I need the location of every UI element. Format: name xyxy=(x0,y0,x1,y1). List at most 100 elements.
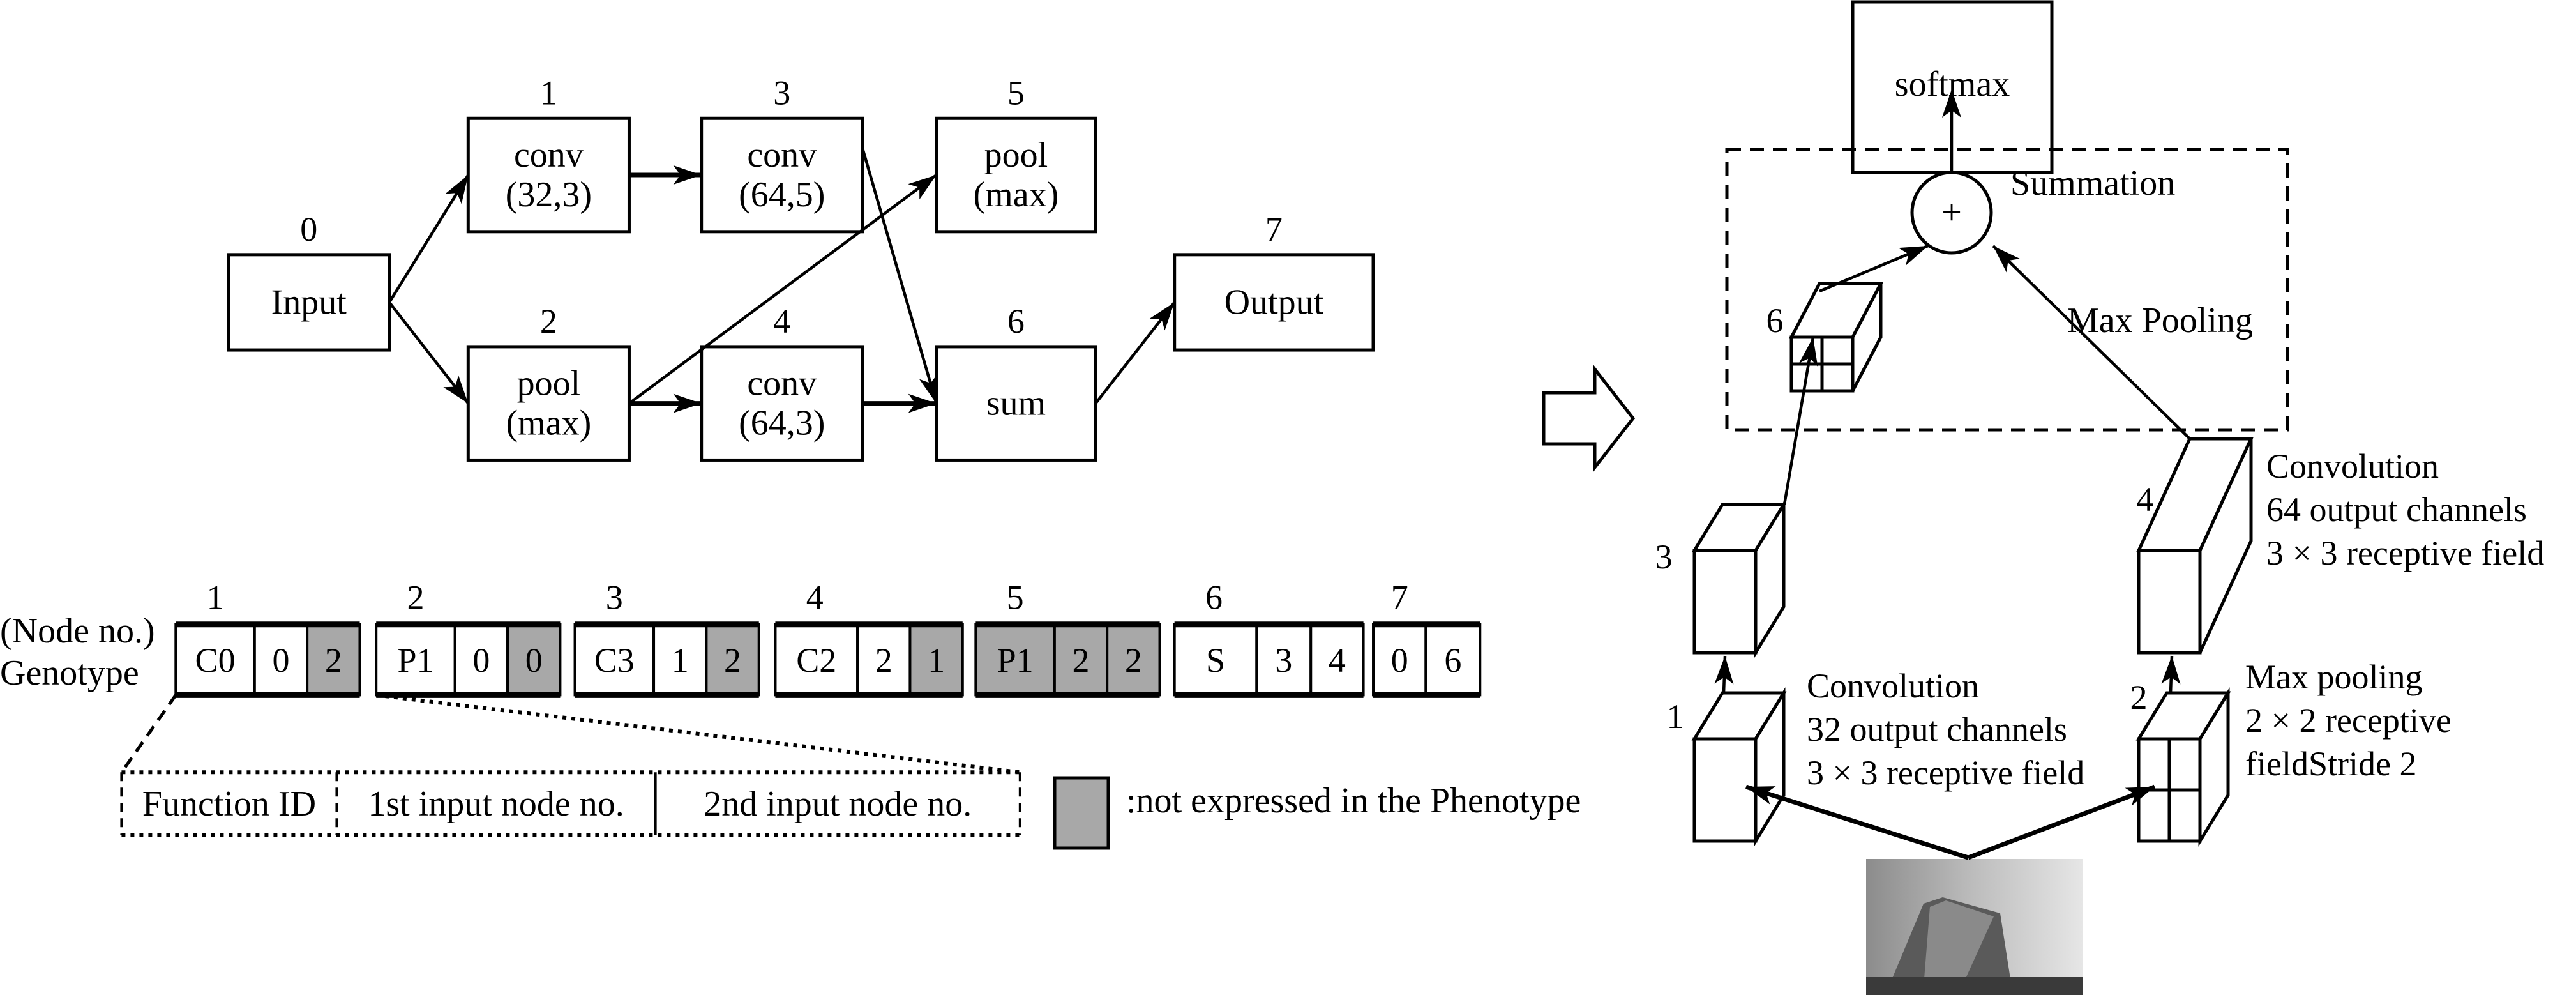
cube-front-face xyxy=(2137,549,2202,655)
layer-6-number: 6 xyxy=(1766,301,1784,340)
gene-value: 4 xyxy=(1329,641,1346,680)
gene-number: 7 xyxy=(1391,579,1408,617)
gene-value: 2 xyxy=(724,641,741,680)
node-label: sum xyxy=(986,384,1046,423)
gene-value: 0 xyxy=(1391,641,1408,680)
edge-3-to-6 xyxy=(1782,337,1815,505)
gene-value: C0 xyxy=(195,641,236,680)
summation-label: Summation xyxy=(2010,163,2175,203)
gene-number: 6 xyxy=(1205,579,1223,617)
arrowhead-icon xyxy=(1746,786,1776,805)
arrowhead-icon xyxy=(919,374,938,404)
layer-1-cube xyxy=(1691,687,1787,847)
gene-cell-not-expressed xyxy=(506,623,562,697)
gene-value: 2 xyxy=(1125,641,1142,680)
layer-4-description: 3 × 3 receptive field xyxy=(2266,534,2544,572)
arrowhead-icon xyxy=(673,393,702,413)
node-label: Input xyxy=(271,282,347,322)
gene-value: 0 xyxy=(472,641,490,680)
arrowhead-icon xyxy=(1714,656,1734,685)
node-box xyxy=(466,345,631,462)
transform-arrow-icon xyxy=(1542,364,1636,473)
gene-value: 1 xyxy=(928,641,945,680)
edge-3-6 xyxy=(861,147,938,404)
layer-2-description: Max pooling xyxy=(2245,658,2423,696)
gene-cell-not-expressed xyxy=(306,623,361,697)
gene-cell-not-expressed xyxy=(908,623,964,697)
gene-cell xyxy=(573,623,656,697)
layer-4-number: 4 xyxy=(2137,480,2154,519)
layer-6-cube xyxy=(1788,282,1884,393)
gene-number: 2 xyxy=(407,579,424,617)
gene-value: P1 xyxy=(997,641,1034,680)
edge-2-5 xyxy=(628,174,937,405)
node-label: conv xyxy=(514,135,584,175)
arrowhead-icon xyxy=(908,393,937,413)
layer-4-cube xyxy=(2136,437,2254,655)
gene-value: S xyxy=(1206,641,1225,680)
arrowhead-icon xyxy=(2125,787,2155,806)
genotype-label: Genotype xyxy=(0,653,139,693)
node-box xyxy=(466,116,631,234)
phenotype-graph: 0Input1conv(32,3)2pool(max)3conv(64,5)4c… xyxy=(227,73,1375,462)
image-object-face xyxy=(1924,900,1994,987)
gene-value: 6 xyxy=(1444,641,1461,680)
gene-value: 3 xyxy=(1275,641,1292,680)
zoom-guide-right xyxy=(375,693,1021,775)
layer-1-description: Convolution xyxy=(1807,667,1979,705)
arrowhead-icon xyxy=(1993,246,2020,273)
merge-block-dashed-box xyxy=(1725,148,2289,432)
gene-number: 3 xyxy=(606,579,623,617)
node-box xyxy=(700,345,864,462)
node-number: 1 xyxy=(540,73,557,112)
layer-2-description: fieldStride 2 xyxy=(2245,745,2416,783)
gene-value: 2 xyxy=(1073,641,1090,680)
layer-4-description: Convolution xyxy=(2266,447,2439,485)
arrowhead-icon xyxy=(2161,656,2181,685)
layer-3-cube xyxy=(1691,499,1787,658)
edge-image-to-2 xyxy=(1967,784,2156,860)
node-box xyxy=(227,253,391,352)
legend: :not expressed in the Phenotype xyxy=(1053,776,1581,850)
layer-1-number: 1 xyxy=(1667,697,1684,736)
arrowhead-icon xyxy=(1149,302,1175,331)
arrowhead-icon xyxy=(673,165,702,185)
node-label: Output xyxy=(1224,282,1324,322)
detail-field: Function ID xyxy=(142,784,316,824)
edge-image-to-1 xyxy=(1745,784,1970,860)
node-label: (64,3) xyxy=(739,404,825,443)
layer-1-description: 3 × 3 receptive field xyxy=(1807,754,2084,792)
cube-front-face xyxy=(1692,549,1758,655)
layer-4-description: 64 output channels xyxy=(2266,490,2527,529)
legend-text: :not expressed in the Phenotype xyxy=(1126,781,1581,821)
arrowhead-icon xyxy=(908,175,937,200)
graph-node-1: 1 conv(32,3) xyxy=(466,73,631,234)
node-number: 3 xyxy=(773,73,790,112)
node-label: (32,3) xyxy=(506,175,592,215)
gene-cell xyxy=(1424,623,1482,697)
gene-value: P1 xyxy=(397,641,433,680)
node-label: conv xyxy=(747,135,817,175)
gene-value: 0 xyxy=(272,641,289,680)
node-label: conv xyxy=(747,364,817,404)
gene-number: 1 xyxy=(207,579,224,617)
arrowhead-icon xyxy=(445,175,469,204)
zoom-guide-left xyxy=(120,694,177,773)
node-number: 7 xyxy=(1265,210,1283,248)
arrowhead-icon xyxy=(1898,246,1928,266)
edge-6-7 xyxy=(1094,301,1176,405)
